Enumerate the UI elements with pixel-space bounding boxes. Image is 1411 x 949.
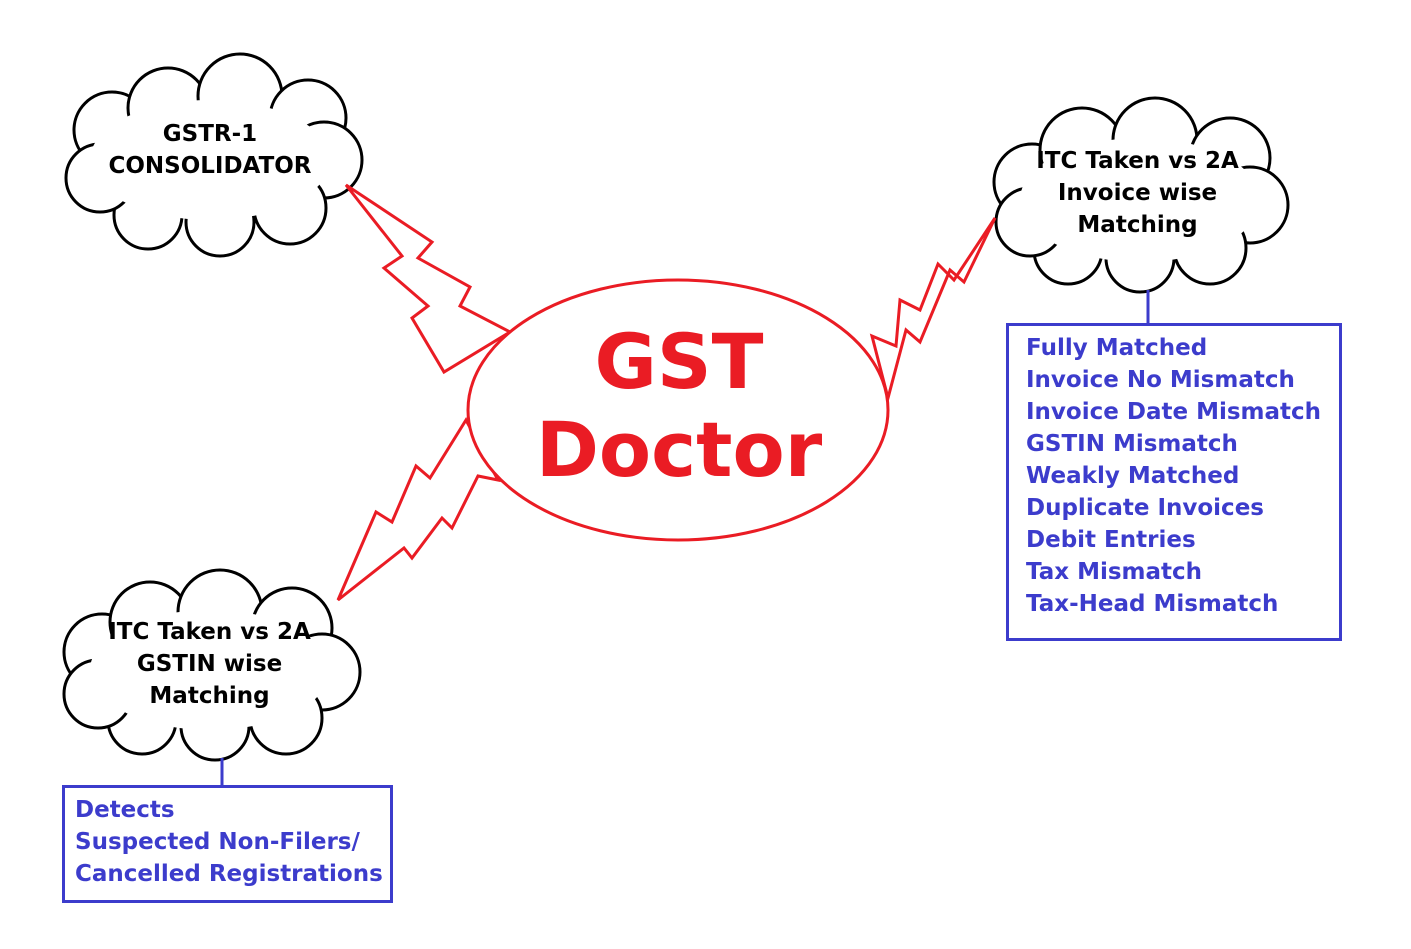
gstr1-label-line: CONSOLIDATOR: [108, 153, 312, 179]
invoice-matching-label-line: Matching: [1077, 212, 1198, 238]
cloud-gstin-matching: [62, 568, 362, 762]
invoice-matching-label: ITC Taken vs 2A Invoice wise Matching: [1000, 145, 1275, 241]
connector-gstr1: [344, 183, 514, 375]
list-item: Duplicate Invoices: [1026, 495, 1264, 521]
diagram-title: GST Doctor: [470, 318, 888, 494]
gstin-matching-label-line: Matching: [149, 683, 270, 709]
gstin-matching-label-line: ITC Taken vs 2A: [108, 619, 311, 645]
gstin-matching-label: ITC Taken vs 2A GSTIN wise Matching: [72, 616, 347, 712]
connector-invoice: [869, 217, 997, 404]
connector-gstin: [336, 416, 501, 602]
list-item: Detects: [75, 797, 175, 823]
list-item: Invoice No Mismatch: [1026, 367, 1295, 393]
cloud-gstr1: [64, 52, 364, 258]
cloud-invoice-matching: [992, 96, 1290, 294]
list-item: Tax Mismatch: [1026, 559, 1203, 585]
list-item: Weakly Matched: [1026, 463, 1240, 489]
list-item: Cancelled Registrations: [75, 861, 383, 887]
title-line-1: GST: [594, 317, 764, 406]
invoice-matching-label-line: Invoice wise: [1057, 180, 1218, 206]
center-ellipse: [466, 278, 890, 542]
list-item: GSTIN Mismatch: [1026, 431, 1238, 457]
gstr1-label: GSTR-1 CONSOLIDATOR: [80, 118, 340, 182]
list-item: Fully Matched: [1026, 335, 1208, 361]
invoice-match-results-box: Fully Matched Invoice No Mismatch Invoic…: [1006, 323, 1342, 641]
invoice-matching-label-line: ITC Taken vs 2A: [1036, 148, 1239, 174]
gstin-matching-label-line: GSTIN wise: [136, 651, 283, 677]
gstin-results-box: Detects Suspected Non-Filers/ Cancelled …: [62, 785, 393, 903]
list-item: Suspected Non-Filers/: [75, 829, 360, 855]
list-item: Invoice Date Mismatch: [1026, 399, 1322, 425]
list-item: Tax-Head Mismatch: [1026, 591, 1279, 617]
title-line-2: Doctor: [535, 405, 823, 494]
list-item: Debit Entries: [1026, 527, 1196, 553]
gstr1-label-line: GSTR-1: [162, 121, 258, 147]
